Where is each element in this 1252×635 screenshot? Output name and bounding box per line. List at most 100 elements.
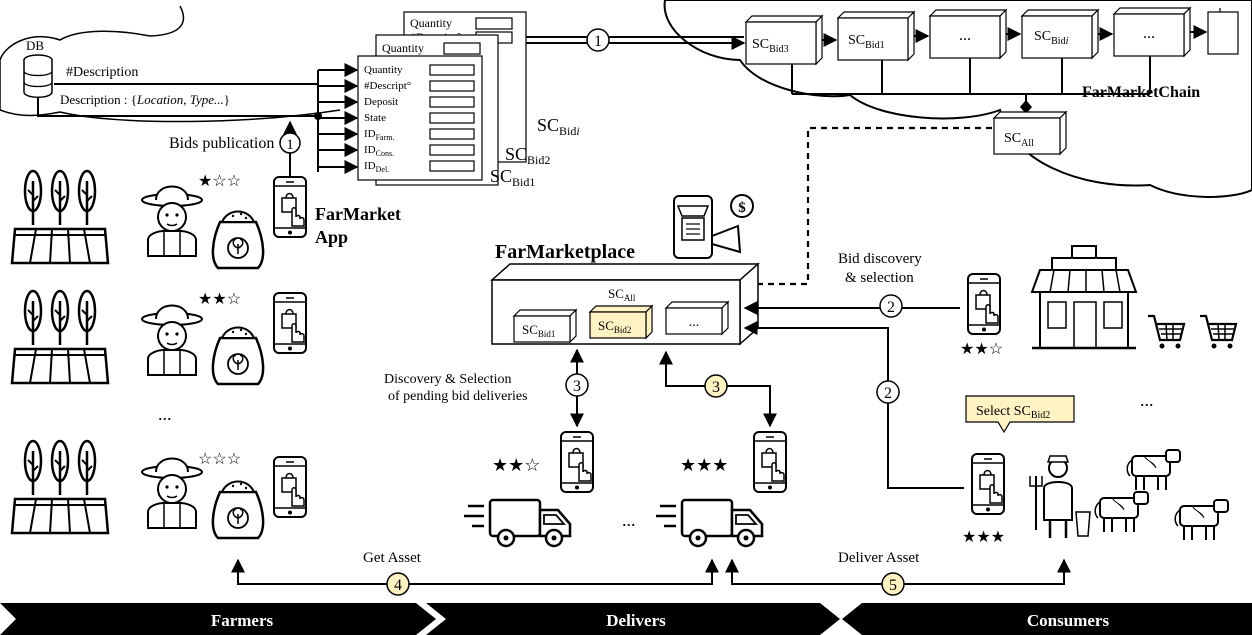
bid-discovery-line2: & selection	[845, 270, 914, 286]
svg-text:1: 1	[286, 137, 294, 153]
consumers-ellipsis: ...	[1140, 390, 1154, 410]
banner-farmers: Farmers	[211, 611, 274, 630]
delivers-ellipsis: ...	[622, 510, 636, 530]
db-label: DB	[26, 38, 44, 53]
svg-text:SCBid1: SCBid1	[848, 33, 885, 51]
chain-block-ellipsis-1: ...	[928, 8, 1008, 60]
marketplace-icon: $	[673, 194, 754, 259]
cart-icon	[1198, 314, 1238, 350]
farmer-icon	[141, 185, 203, 257]
step-3-pending-badge: 3	[565, 373, 589, 397]
cattle-farmer-icon	[1029, 455, 1091, 538]
svg-text:Quantity: Quantity	[410, 16, 452, 30]
get-asset-label: Get Asset	[363, 550, 422, 566]
marketplace-contract-sc-bid1: SCBid1	[512, 308, 578, 344]
consumer-2-rating: ★★★	[962, 529, 1005, 546]
phone-icon	[273, 292, 307, 354]
farm-icon	[12, 291, 108, 383]
bid-discovery-line1: Bid discovery	[838, 251, 922, 267]
db-description-detail: Description : {Location, Type...}	[60, 92, 230, 107]
truck-icon	[654, 498, 764, 548]
svg-text:3: 3	[712, 379, 720, 396]
phone-icon	[560, 431, 594, 493]
deliver-1-rating: ★★☆	[492, 455, 540, 475]
step-2-consumer-badge: 2	[876, 380, 900, 404]
svg-text:SCBid1: SCBid1	[522, 322, 555, 339]
step-2-discovery-badge: 2	[879, 294, 903, 318]
form-field-deposit: Deposit	[364, 96, 398, 108]
marketplace-contract-ellipsis: ...	[664, 300, 730, 336]
sack-icon	[211, 326, 265, 386]
chain-block-ellipsis-2: ...	[1112, 6, 1192, 58]
pending-line1: Discovery & Selection	[384, 372, 512, 387]
svg-text:SCAll: SCAll	[608, 286, 636, 303]
chain-cloud	[663, 0, 1252, 198]
form-field-quantity: Quantity	[364, 64, 403, 76]
db-cloud	[0, 5, 341, 123]
deliver-asset-label: Deliver Asset	[838, 550, 920, 566]
chain-block-sc-bid3: SCBid3	[744, 14, 824, 66]
farmer-icon	[141, 304, 203, 376]
svg-text:2: 2	[884, 385, 892, 402]
farm-icon	[12, 171, 108, 263]
select-callout-text: Select SCBid2	[976, 404, 1050, 421]
app-name-line1: FarMarket	[315, 204, 401, 224]
store-icon	[1030, 245, 1138, 350]
svg-text:5: 5	[889, 577, 897, 594]
step-3-deliver-badge: 3	[704, 374, 728, 398]
database-icon	[23, 54, 53, 98]
bid-form-front: Quantity #Descript° Deposit State IDFarm…	[357, 55, 483, 181]
phone-icon	[967, 273, 1001, 335]
select-callout: Select SCBid2	[965, 395, 1075, 434]
svg-text:SCAll: SCAll	[1004, 131, 1034, 149]
chain-block-sc-bid1: SCBid1	[836, 10, 916, 62]
svg-text:4: 4	[394, 577, 402, 594]
deliver-2-rating: ★★★	[680, 455, 728, 475]
step-1-chain-badge: 1	[586, 28, 610, 52]
form-label-sc-bid-i: SCBidi	[537, 115, 580, 138]
chain-name: FarMarketChain	[1082, 84, 1200, 101]
marketplace-contract-sc-bid2: SCBid2	[588, 304, 654, 340]
form-field-id-del: IDDel.	[364, 160, 389, 174]
cart-icon	[1146, 314, 1186, 350]
svg-text:...: ...	[1143, 25, 1155, 42]
phone-icon	[753, 431, 787, 493]
farm-icon	[12, 441, 108, 533]
phone-icon	[273, 456, 307, 518]
farmer-1-rating: ★☆☆	[198, 173, 241, 190]
svg-text:3: 3	[573, 378, 581, 395]
svg-text:SCBid3: SCBid3	[752, 37, 789, 55]
form-field-id-cons: IDCons.	[364, 144, 394, 158]
chain-block-sc-bid-i: SCBidi	[1020, 8, 1100, 60]
chain-sc-all: SCAll	[992, 110, 1068, 156]
cow-icon	[1126, 449, 1181, 491]
farmers-ellipsis: ...	[158, 404, 172, 424]
svg-text:Quantity: Quantity	[382, 41, 424, 55]
svg-text:$: $	[738, 200, 746, 216]
step-1-publication-badge: 1	[279, 132, 301, 154]
form-connector-arrows	[318, 63, 359, 174]
chain-blocks: SCBid3 SCBid1 ... SCBidi ...	[744, 6, 1239, 114]
step-5-badge: 5	[881, 572, 905, 596]
cow-icon	[1094, 491, 1149, 533]
form-label-sc-bid2: SCBid2	[505, 144, 550, 167]
form-field-id-farm: IDFarm.	[364, 128, 395, 142]
form-label-sc-bid1: SCBid1	[490, 166, 535, 189]
banner-delivers: Delivers	[606, 611, 666, 630]
form-field-description: #Descript°	[364, 80, 411, 92]
svg-text:2: 2	[887, 299, 895, 316]
svg-text:1: 1	[594, 33, 602, 50]
svg-text:SCBid2: SCBid2	[598, 318, 631, 335]
truck-icon	[462, 498, 572, 548]
farmer-2-rating: ★★☆	[198, 291, 241, 308]
svg-text:...: ...	[959, 27, 971, 44]
sack-icon	[211, 480, 265, 540]
bottom-banner: Farmers Delivers Consumers	[0, 603, 1252, 635]
banner-consumers: Consumers	[1027, 611, 1110, 630]
step-4-badge: 4	[386, 572, 410, 596]
svg-text:...: ...	[689, 315, 700, 330]
form-field-state: State	[364, 112, 386, 124]
farmer-icon	[141, 457, 203, 529]
phone-icon	[273, 176, 307, 238]
